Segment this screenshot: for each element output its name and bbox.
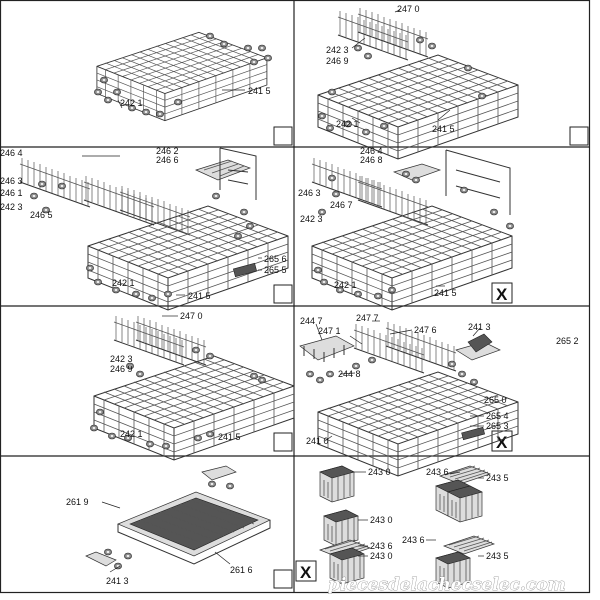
- x-mark-p8: X: [300, 563, 312, 582]
- callout-p3-0: 246 4: [0, 148, 23, 158]
- callout-p4-1: 246 8: [360, 155, 383, 165]
- callout-p3-2: 246 6: [156, 155, 179, 165]
- callout-p3-4: 246 1: [0, 188, 23, 198]
- callout-p2-1: 242 3: [326, 45, 349, 55]
- callout-p7-0: 261 9: [66, 497, 89, 507]
- callout-p6-1: 247 7: [356, 313, 379, 323]
- sheet-border: [0, 0, 591, 594]
- panel-3-upper-basket-full: 246 4 246 2 246 6 246 3 246 1 242 3 246 …: [0, 146, 289, 311]
- callout-p8-0: 243 0: [368, 467, 391, 477]
- site-watermark: piecesdelachecselec.com: [328, 575, 566, 595]
- callout-p8-3: 243 0: [370, 515, 393, 525]
- panel-4-upper-basket: 246 4 246 8 246 3 246 7 242 3 242 1 241 …: [298, 146, 515, 311]
- callout-p3-10: 265 5: [264, 265, 287, 275]
- callout-p6-9: 265 3: [486, 421, 509, 431]
- callout-p5-0: 247 0: [180, 311, 203, 321]
- panel-7-cutlery-tray: 261 9 241 3 261 6: [66, 465, 271, 586]
- callout-p6-6: 244 8: [338, 369, 361, 379]
- callout-p6-0: 244 7: [300, 316, 323, 326]
- callout-p2-4: 241 5: [432, 124, 455, 134]
- callout-p3-3: 246 3: [0, 176, 23, 186]
- callout-p6-2: 247 1: [318, 326, 341, 336]
- callout-p3-8: 241 5: [188, 291, 211, 301]
- callout-p5-3: 242 1: [120, 429, 143, 439]
- callout-p5-2: 246 9: [110, 364, 133, 374]
- selection-box-p1[interactable]: [273, 126, 293, 146]
- selection-box-p4[interactable]: [491, 282, 513, 304]
- panel-8-cutlery-baskets: 243 0 243 6 243 5 243 0 243 6 243 0 243 …: [319, 465, 509, 589]
- callout-p4-6: 241 5: [434, 288, 457, 298]
- selection-box-p8[interactable]: [295, 560, 317, 582]
- callout-p4-2: 246 3: [298, 188, 321, 198]
- callout-p7-1: 241 3: [106, 576, 129, 586]
- callout-p2-3: 242 1: [336, 119, 359, 129]
- callout-p6-3: 247 6: [414, 325, 437, 335]
- callout-p5-4: 241 5: [218, 432, 241, 442]
- callout-p6-7: 265 0: [484, 395, 507, 405]
- callout-p7-2: 261 6: [230, 565, 253, 575]
- callout-p3-9: 265 6: [264, 254, 287, 264]
- selection-box-p6[interactable]: [491, 430, 513, 452]
- callout-p8-4: 243 6: [370, 541, 393, 551]
- callout-p6-4: 241 3: [468, 322, 491, 332]
- callout-p8-1: 243 6: [426, 467, 449, 477]
- panel-1-lower-basket: 242 1 241 5: [93, 31, 273, 122]
- callout-p4-3: 246 7: [330, 200, 353, 210]
- callout-p4-4: 242 3: [300, 214, 323, 224]
- callout-p8-7: 243 5: [486, 551, 509, 561]
- callout-p8-6: 243 6: [402, 535, 425, 545]
- selection-box-p2[interactable]: [569, 126, 589, 146]
- callout-p3-6: 246 5: [30, 210, 53, 220]
- selection-box-p7[interactable]: [273, 569, 293, 589]
- callout-p5-1: 242 3: [110, 354, 133, 364]
- callout-p8-2: 243 5: [486, 473, 509, 483]
- panel-2-lower-basket-tines: 247 0 242 3 246 9 242 1 241 5: [317, 4, 519, 160]
- callout-p4-5: 242 1: [334, 280, 357, 290]
- callout-p8-5: 243 0: [370, 551, 393, 561]
- callout-p6-8: 265 4: [486, 411, 509, 421]
- callout-p6-10: 241 0: [306, 436, 329, 446]
- callout-p3-7: 242 1: [112, 278, 135, 288]
- callout-p4-0: 246 4: [360, 146, 383, 156]
- x-mark-p4: X: [496, 285, 508, 304]
- callout-p3-1: 246 2: [156, 146, 179, 156]
- panel-5-lower-basket-tines: 247 0 242 3 246 9 242 1 241 5: [89, 311, 295, 461]
- selection-box-p5[interactable]: [273, 432, 293, 452]
- callout-p2-0: 247 0: [397, 4, 420, 14]
- selection-box-p3[interactable]: [273, 284, 293, 304]
- callout-p1-0: 242 1: [120, 98, 143, 108]
- panel-6-basket-accessories: 244 7 247 7 247 1 247 6 241 3 265 2 244 …: [299, 313, 579, 477]
- callout-p1-1: 241 5: [248, 86, 271, 96]
- callout-p2-2: 246 9: [326, 56, 349, 66]
- callout-p3-5: 242 3: [0, 202, 23, 212]
- x-mark-p6: X: [496, 433, 508, 452]
- callout-p6-5: 265 2: [556, 336, 579, 346]
